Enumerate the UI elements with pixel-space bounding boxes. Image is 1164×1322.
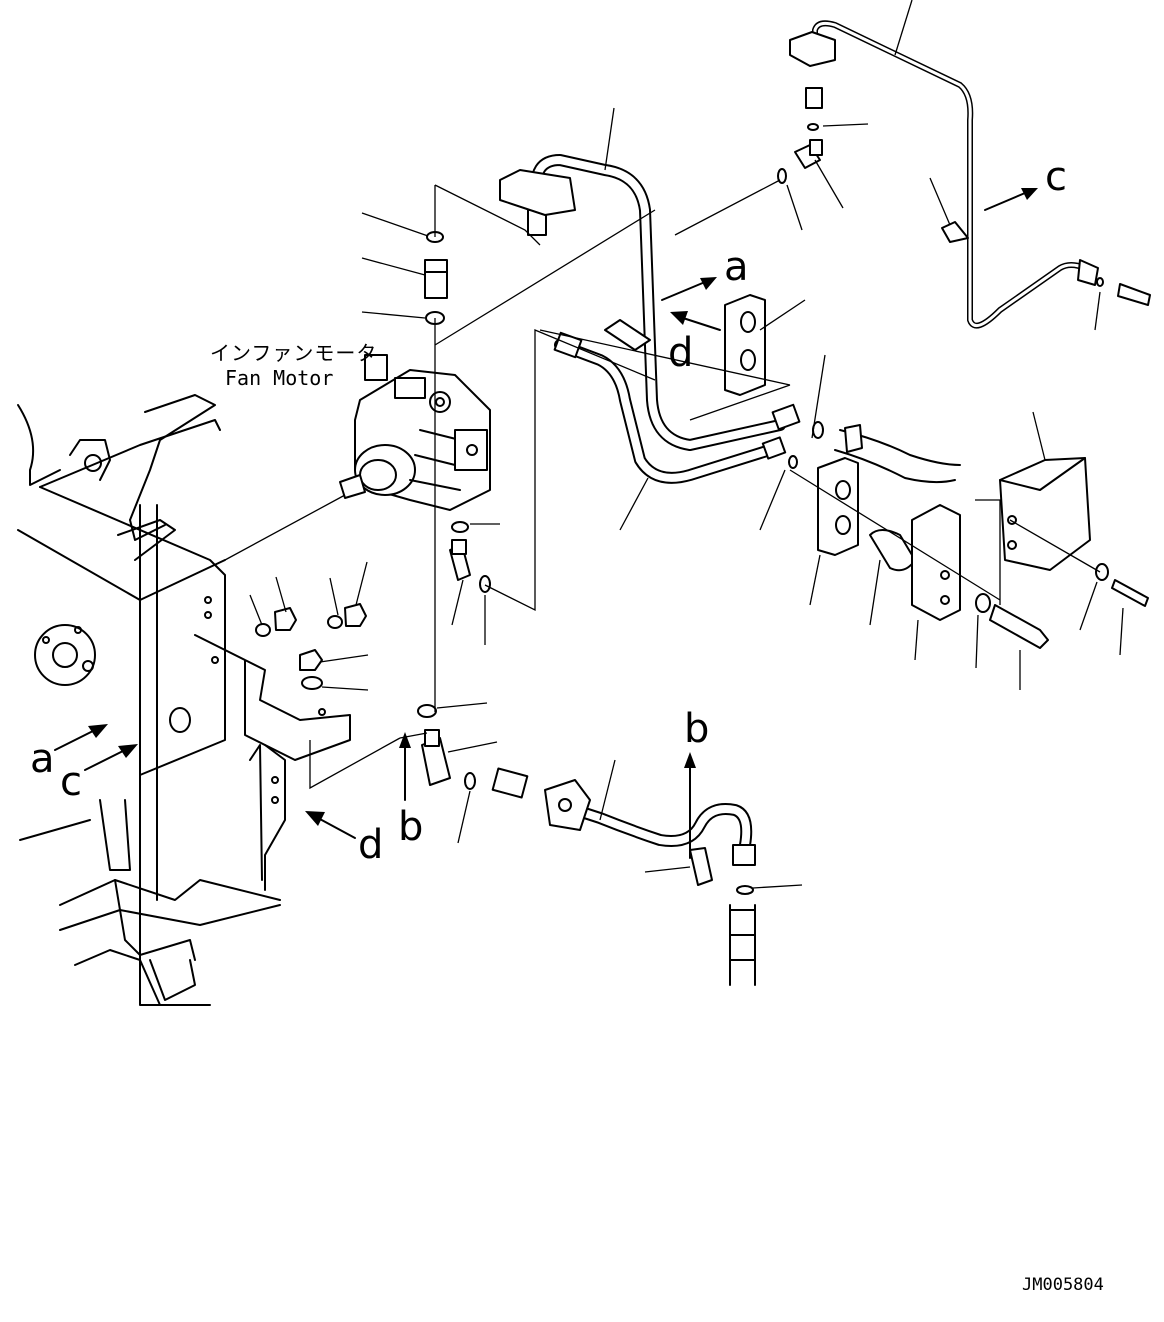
machine-frame (17, 394, 351, 1006)
text-labels: インファンモータ Fan Motor a c b d a d c b JM005… (30, 154, 1104, 1295)
fittings (421, 31, 1151, 886)
fan-motor-label-en: Fan Motor (225, 366, 333, 390)
marker-c-left: c (60, 759, 82, 805)
marker-a-left: a (30, 736, 55, 782)
reference-arrows (54, 188, 1038, 859)
marker-d-left: d (358, 822, 383, 868)
marker-b-bottom: b (684, 706, 709, 752)
marker-d-top: d (668, 330, 693, 376)
marker-b-left: b (398, 804, 423, 850)
marker-c-right: c (1045, 154, 1067, 200)
pipes (530, 20, 1088, 986)
fan-motor-label-jp: インファンモータ (210, 341, 377, 365)
marker-a-top: a (724, 244, 749, 290)
seals-and-nuts (255, 123, 1109, 895)
leader-lines (224, 0, 1124, 889)
drawing-id: JM005804 (1022, 1275, 1104, 1295)
fan-motor (339, 354, 491, 511)
clamps-and-brackets (724, 294, 1149, 649)
